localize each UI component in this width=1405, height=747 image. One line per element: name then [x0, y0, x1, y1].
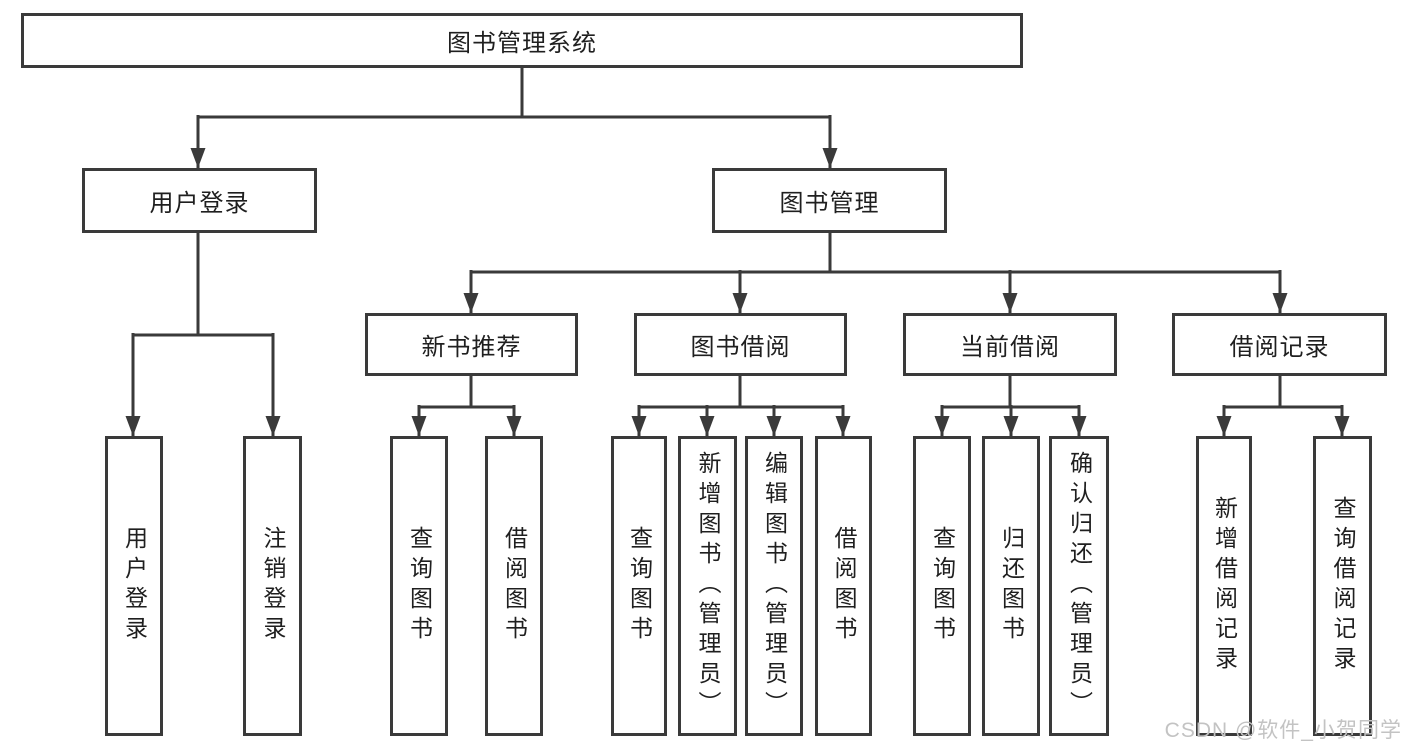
- node-cb-query-label: 查询图书: [929, 526, 956, 646]
- node-nbr-borrow-label: 借阅图书: [501, 526, 528, 646]
- node-root-label: 图书管理系统: [447, 30, 597, 57]
- node-current-borrow: 当前借阅: [903, 313, 1117, 376]
- node-bb-edit: 编辑图书（管理员）: [745, 436, 803, 736]
- node-borrow-records: 借阅记录: [1172, 313, 1387, 376]
- node-bb-edit-label: 编辑图书（管理员）: [761, 451, 788, 721]
- node-borrow-records-label: 借阅记录: [1229, 334, 1330, 361]
- node-login-label: 用户登录: [121, 526, 148, 646]
- node-book-borrow-label: 图书借阅: [690, 334, 791, 361]
- node-login: 用户登录: [105, 436, 163, 736]
- node-book-borrow: 图书借阅: [634, 313, 847, 376]
- node-user-login: 用户登录: [82, 168, 317, 233]
- node-br-query: 查询借阅记录: [1313, 436, 1372, 736]
- node-bb-borrow: 借阅图书: [815, 436, 872, 736]
- node-new-book-rec-label: 新书推荐: [421, 334, 522, 361]
- node-bb-borrow-label: 借阅图书: [831, 526, 857, 646]
- node-bb-add-label: 新增图书（管理员）: [695, 451, 721, 721]
- node-logout: 注销登录: [243, 436, 302, 736]
- node-cb-query: 查询图书: [913, 436, 971, 736]
- node-logout-label: 注销登录: [260, 526, 286, 646]
- node-br-add: 新增借阅记录: [1196, 436, 1252, 736]
- node-current-borrow-label: 当前借阅: [960, 334, 1060, 361]
- node-nbr-query-label: 查询图书: [406, 526, 433, 646]
- node-br-add-label: 新增借阅记录: [1211, 496, 1238, 676]
- node-cb-confirm-label: 确认归还（管理员）: [1066, 451, 1093, 721]
- node-book-mgmt: 图书管理: [712, 168, 947, 233]
- node-bb-add: 新增图书（管理员）: [678, 436, 737, 736]
- node-book-mgmt-label: 图书管理: [779, 190, 880, 217]
- node-cb-return: 归还图书: [982, 436, 1040, 736]
- node-nbr-query: 查询图书: [390, 436, 448, 736]
- node-nbr-borrow: 借阅图书: [485, 436, 543, 736]
- node-br-query-label: 查询借阅记录: [1330, 496, 1356, 676]
- node-cb-return-label: 归还图书: [998, 526, 1025, 646]
- node-new-book-rec: 新书推荐: [365, 313, 578, 376]
- csdn-watermark: CSDN @软件_小贺同学: [1164, 719, 1402, 742]
- node-root: 图书管理系统: [21, 13, 1023, 68]
- node-user-login-label: 用户登录: [149, 190, 250, 217]
- node-cb-confirm: 确认归还（管理员）: [1049, 436, 1109, 736]
- node-bb-query-label: 查询图书: [626, 526, 653, 646]
- node-bb-query: 查询图书: [611, 436, 667, 736]
